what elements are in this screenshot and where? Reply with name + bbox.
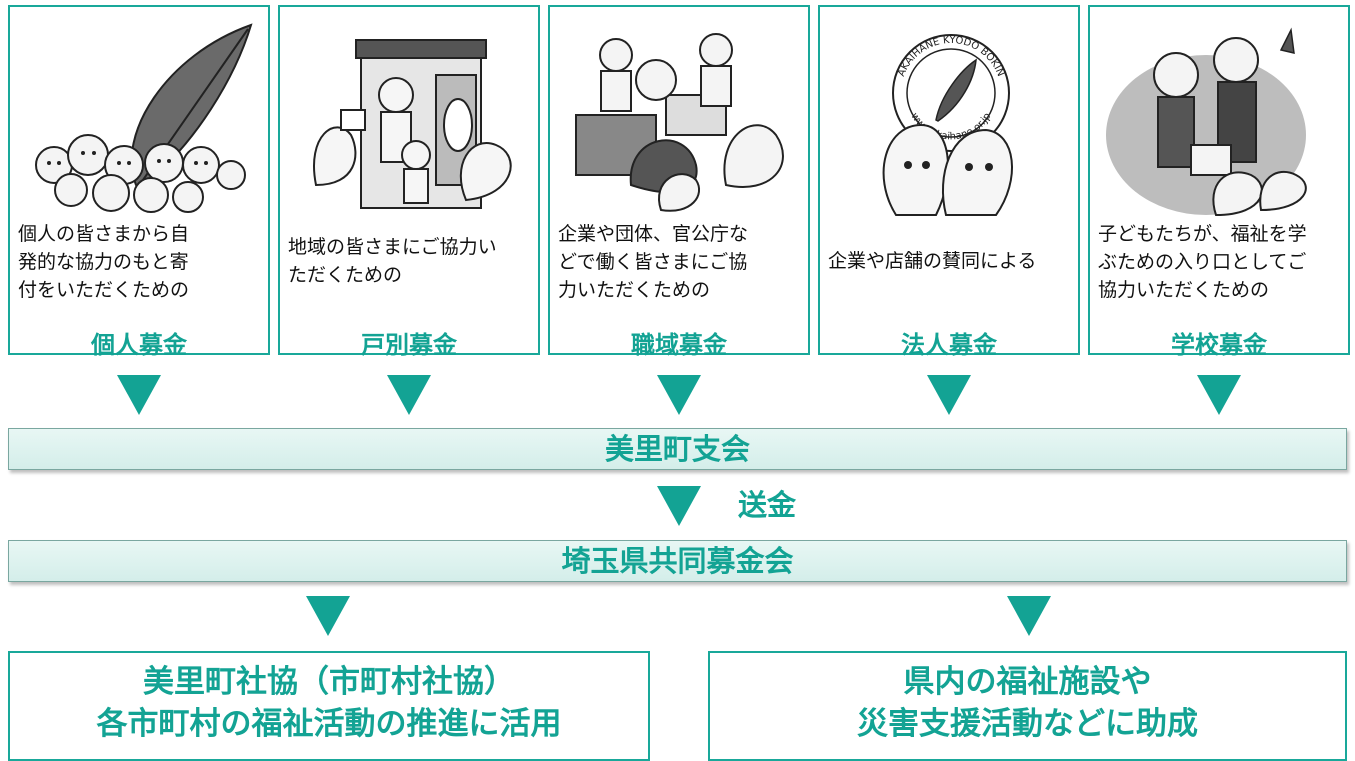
card-title: 学校募金 xyxy=(1171,331,1267,359)
card-individual: 個人の皆さまから自 発的な協力のもと寄 付をいただくための 個人募金 xyxy=(8,5,270,359)
prefecture-band: 埼玉県共同募金会 xyxy=(8,540,1347,582)
arrow-down-icon xyxy=(1007,596,1051,636)
outcome-box-municipal: 美里町社協（市町村社協） 各市町村の福祉活動の推進に活用 xyxy=(8,651,650,761)
card-desc-line: 付をいただくための xyxy=(18,279,190,301)
transfer-label: 送金 xyxy=(738,488,797,522)
card-desc-line: 力いただくための xyxy=(558,279,711,301)
card-household: 地域の皆さまにご協力い ただくための 戸別募金 xyxy=(278,5,540,359)
card-corporate: AKAIHANE KYODO BOKIN www.akaihane.or.jp … xyxy=(818,5,1080,359)
arrow-down-icon xyxy=(657,375,701,415)
card-desc-line: どで働く皆さまにご協 xyxy=(558,251,748,273)
branch-label: 美里町支会 xyxy=(604,432,750,466)
card-workplace: 企業や団体、官公庁な どで働く皆さまにご協 力いただくための 職域募金 xyxy=(548,5,810,359)
illustration-office xyxy=(575,33,784,212)
card-title: 戸別募金 xyxy=(361,331,457,359)
card-title: 職域募金 xyxy=(631,331,727,359)
card-title: 法人募金 xyxy=(901,331,997,359)
card-desc-line: 企業や店舗の賛同による xyxy=(828,250,1037,272)
card-title: 個人募金 xyxy=(91,331,187,359)
arrow-down-icon xyxy=(306,596,350,636)
illustration-seal-mascots: AKAIHANE KYODO BOKIN www.akaihane.or.jp xyxy=(882,34,1013,216)
outcome-line: 災害支援活動などに助成 xyxy=(857,706,1198,742)
card-desc-line: 子どもたちが、福祉を学 xyxy=(1098,223,1307,245)
card-desc-line: ただくための xyxy=(288,264,403,286)
illustration-door-visit xyxy=(313,39,512,209)
outcome-line: 美里町社協（市町村社協） xyxy=(143,664,515,700)
arrow-down-icon xyxy=(117,375,161,415)
arrow-down-icon xyxy=(657,486,701,526)
illustration-feather-crowd xyxy=(35,23,253,213)
branch-band: 美里町支会 xyxy=(8,428,1347,470)
arrow-down-icon xyxy=(927,375,971,415)
card-desc-line: 個人の皆さまから自 xyxy=(18,223,190,245)
arrow-down-icon xyxy=(387,375,431,415)
outcome-line: 県内の福祉施設や xyxy=(903,664,1152,700)
card-desc-line: 発的な協力のもと寄 xyxy=(18,251,189,273)
prefecture-label: 埼玉県共同募金会 xyxy=(561,544,794,578)
card-school: 子どもたちが、福祉を学 ぶための入り口としてご 協力いただくための 学校募金 xyxy=(1088,5,1350,359)
card-desc-line: 企業や団体、官公庁な xyxy=(558,223,749,245)
outcome-line: 各市町村の福祉活動の推進に活用 xyxy=(96,706,562,742)
card-desc-line: 協力いただくための xyxy=(1098,279,1270,301)
illustration-students xyxy=(1106,27,1307,217)
card-desc-line: ぶための入り口としてご xyxy=(1098,251,1307,273)
outcome-box-prefectural: 県内の福祉施設や 災害支援活動などに助成 xyxy=(708,651,1347,761)
arrow-down-icon xyxy=(1197,375,1241,415)
card-desc-line: 地域の皆さまにご協力い xyxy=(288,236,497,258)
